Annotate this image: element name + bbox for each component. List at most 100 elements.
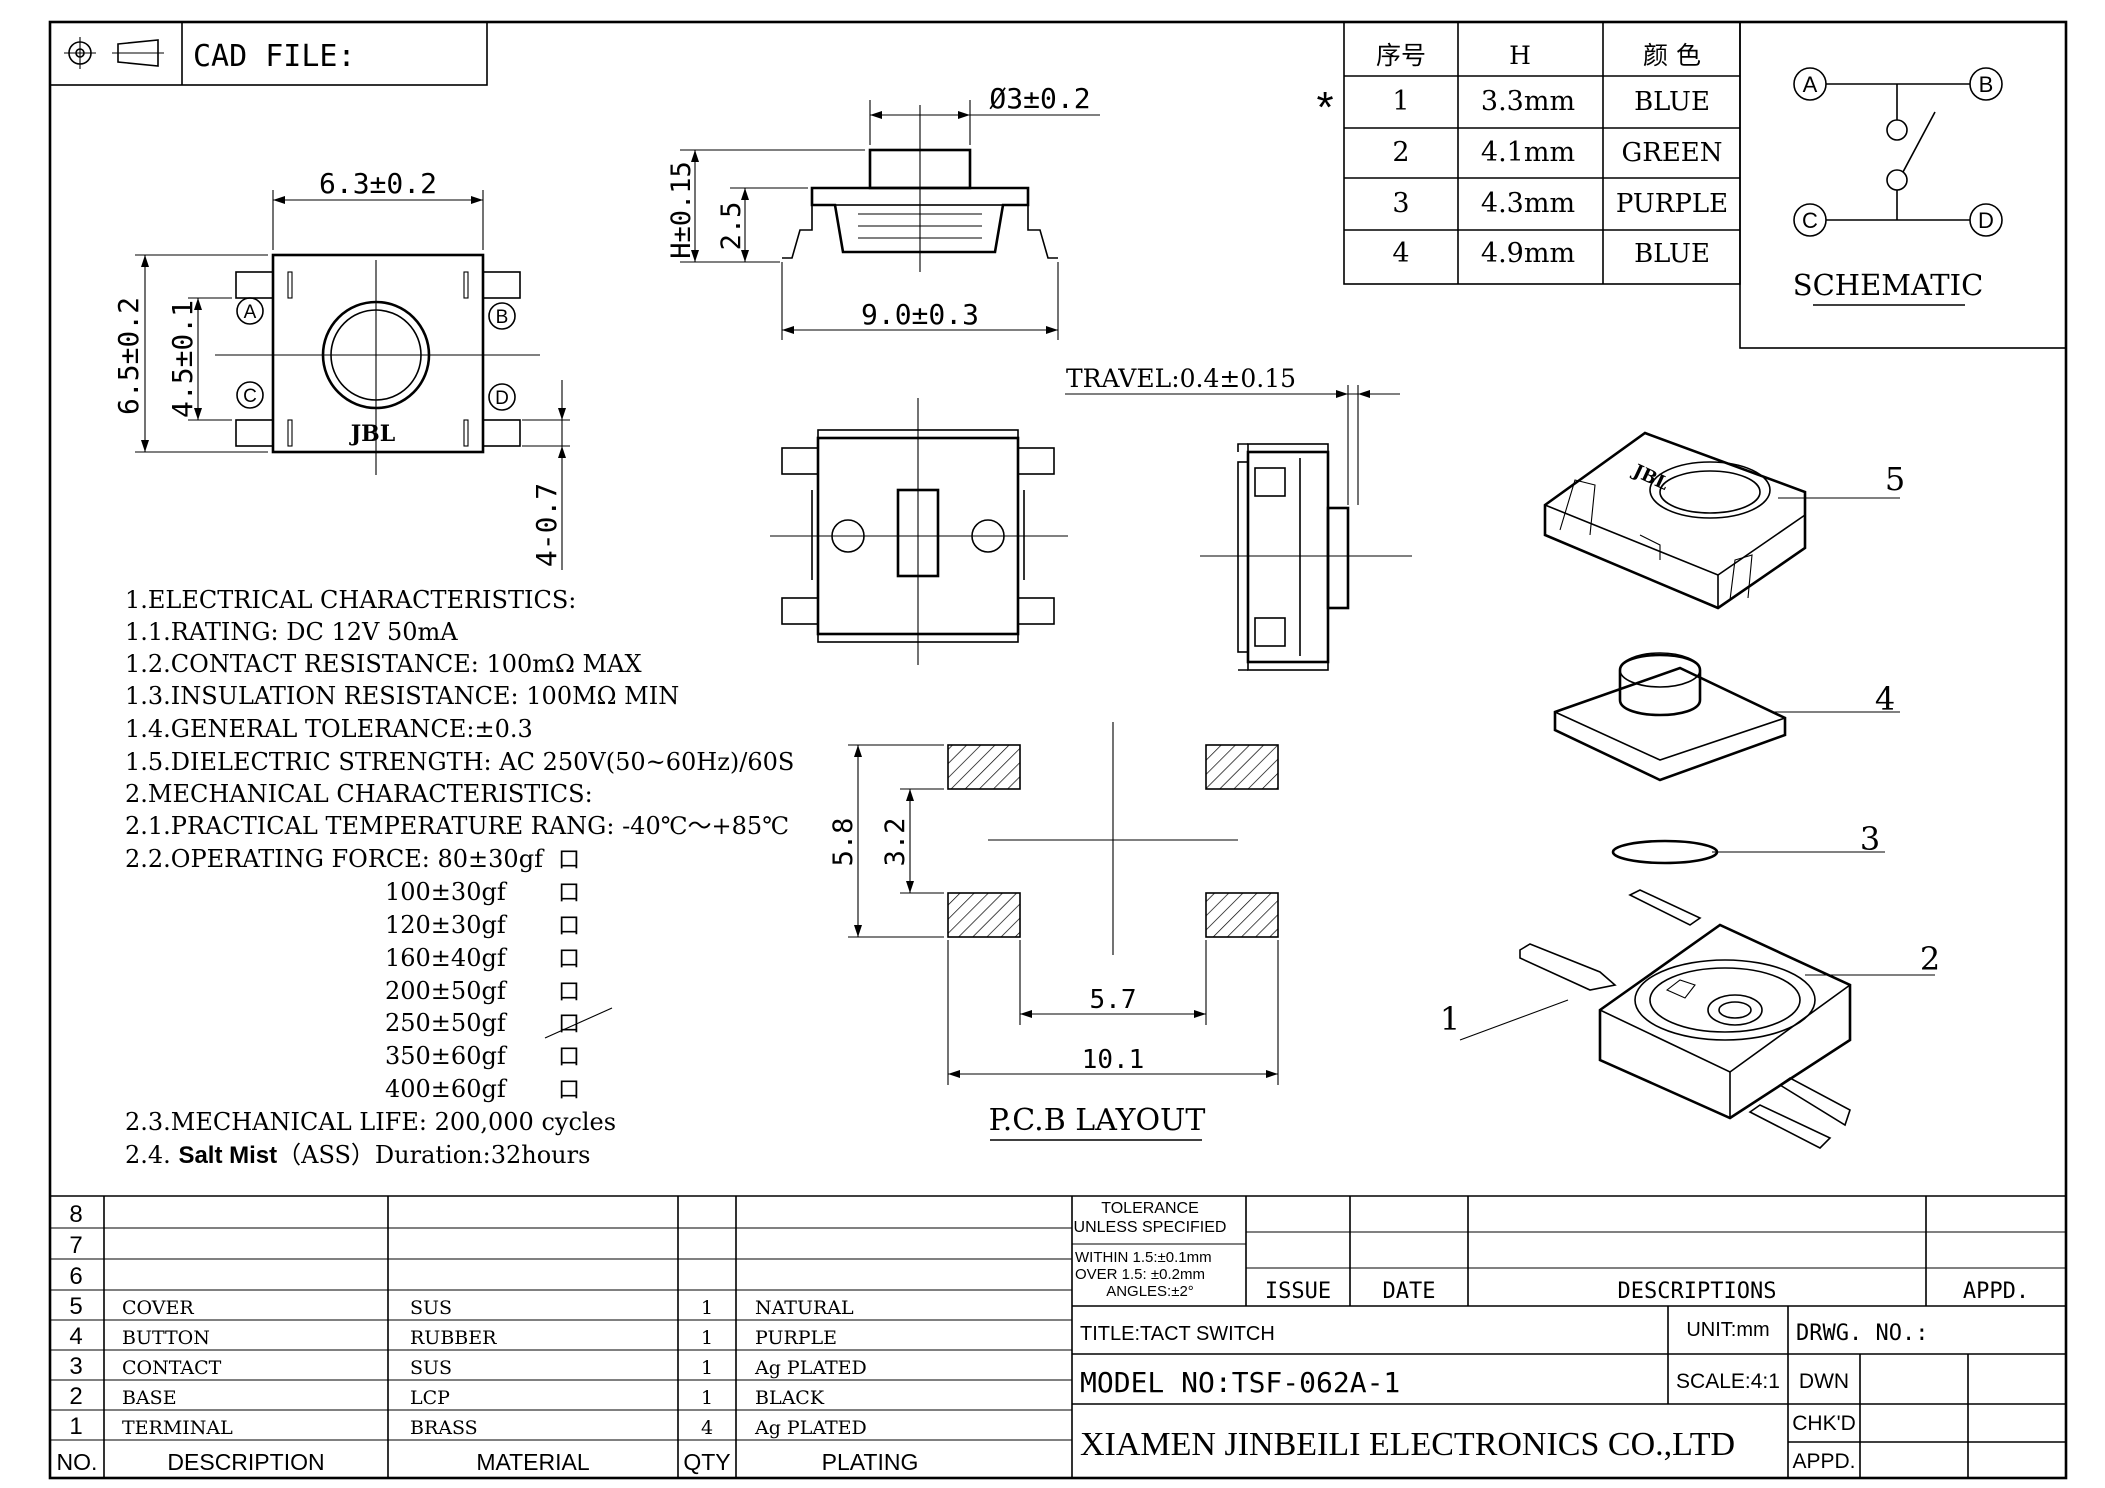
drawing-number-label: DRWG. NO.: [1796,1321,1928,1346]
dim-pcb-10-1: 10.1 [1082,1045,1145,1075]
dim-plunger-dia: Ø3±0.2 [989,82,1090,115]
force-option: 250±50gf [385,1009,508,1037]
bom-header-plating: PLATING [822,1449,919,1475]
bom-row-no: 6 [69,1263,82,1290]
bom-qty: 1 [701,1327,713,1349]
descriptions-header: DESCRIPTIONS [1618,1279,1777,1304]
force-checkbox: 口 [558,914,580,939]
pin-a-marker [236,297,264,325]
callout-4: 4 [1875,680,1895,718]
pin-b-label: B [496,307,509,328]
variant-no: 4 [1392,238,1409,269]
travel-view: TRAVEL:0.4±0.15 [1065,364,1412,671]
selected-force-tick [544,1007,613,1039]
variant-color: BLUE [1634,87,1710,117]
bom-qty: 1 [701,1297,713,1319]
button-part [1553,652,1787,782]
bom-plating: BLACK [755,1387,825,1409]
schematic-pin-d-label: D [1978,208,1994,233]
specifications: 1.ELECTRICAL CHARACTERISTICS:1.1.RATING:… [125,586,794,1169]
spec-line: 1.4.GENERAL TOLERANCE:±0.3 [125,715,533,743]
date-header: DATE [1383,1279,1436,1304]
bom-row-no: 7 [69,1232,82,1259]
title-block: TOLERANCE UNLESS SPECIFIED WITHIN 1.5:±0… [1072,1195,2066,1478]
callout-5: 5 [1885,460,1905,498]
force-checkbox: 口 [558,947,580,972]
variant-no: 1 [1392,86,1409,117]
bom-description: TERMINAL [122,1417,233,1439]
variant-color: BLUE [1634,239,1710,269]
callout-2: 2 [1920,940,1940,978]
variant-header-color: 颜 色 [1643,41,1701,70]
drawing-title: TITLE:TACT SWITCH [1080,1323,1275,1345]
issue-header: ISSUE [1265,1279,1331,1304]
bom-plating: PURPLE [755,1327,837,1349]
bom-qty: 1 [701,1387,713,1409]
force-option: 100±30gf [385,878,508,906]
dim-top-height: 6.5±0.2 [112,297,145,415]
variant-no: 3 [1392,188,1409,219]
scale-label: SCALE:4:1 [1676,1370,1780,1393]
tolerance-over: OVER 1.5: ±0.2mm [1075,1266,1205,1283]
bom-material: SUS [410,1297,452,1319]
callout-1: 1 [1440,1000,1460,1038]
bom-qty: 1 [701,1357,713,1379]
tolerance-within: WITHIN 1.5:±0.1mm [1075,1249,1212,1266]
schematic-label: SCHEMATIC [1793,268,1984,302]
bom-description: COVER [122,1297,194,1319]
variant-header-no: 序号 [1376,41,1426,70]
chkd-label: CHK'D [1792,1412,1856,1435]
force-option: 200±50gf [385,977,508,1005]
variant-no: 2 [1392,137,1409,168]
bom-plating: Ag PLATED [754,1417,867,1439]
drawing-frame [48,20,2068,1480]
side-view: Ø3±0.2 H±0.15 2.5 9.0±0.3 [666,82,1100,340]
spec-line: 1.5.DIELECTRIC STRENGTH: AC 250V(50~60Hz… [125,748,794,776]
pin-d-label: D [495,388,509,409]
force-option: 350±60gf [385,1042,508,1070]
cad-file-box: CAD FILE: [49,21,488,86]
force-option: 120±30gf [385,911,508,939]
bom-material: BRASS [410,1417,478,1439]
base-part [1598,923,1852,1120]
cover-part: JBL [1543,431,1807,610]
pcb-pad [947,892,1021,938]
salt-bold: Salt Mist [178,1142,277,1169]
force-checkbox: 口 [558,848,580,873]
bom-plating: Ag PLATED [754,1357,867,1379]
bom-row-no: 1 [69,1413,82,1440]
exploded-view: JBL 5 4 3 [1440,431,1940,1149]
schematic-pin-a-label: A [1803,72,1818,97]
variant-height: 4.9mm [1481,238,1575,269]
force-checkbox: 口 [558,881,580,906]
bom-row-no: 2 [69,1383,82,1410]
dim-pin-pitch: 4.5±0.1 [166,300,199,418]
dim-height-h: H±0.15 [666,161,697,259]
bom-header-qty: QTY [683,1449,730,1475]
callout-3: 3 [1860,820,1880,858]
pcb-layout: 5.8 3.2 5.7 10.1 P.C.B LAYOUT [828,722,1279,1141]
bom-row-no: 8 [69,1201,82,1228]
dim-pcb-5-8: 5.8 [828,818,859,867]
bom-header-no: NO. [57,1449,98,1475]
appd-header: APPD. [1963,1279,2029,1304]
cad-file-label: CAD FILE: [193,39,356,74]
unit-label: UNIT:mm [1686,1319,1769,1341]
variant-header-h: H [1509,41,1531,70]
selected-variant-marker: * [1316,83,1333,132]
variant-height: 4.1mm [1481,137,1575,168]
spec-line: 2.2.OPERATING FORCE: 80±30gf [125,845,545,873]
bom-header-material: MATERIAL [476,1449,590,1475]
schematic: A B C D SCHEMATIC [1739,21,2067,349]
bom-description: BUTTON [122,1327,210,1349]
pin-d-marker [488,383,516,411]
bom-material: LCP [410,1387,450,1409]
pin-b-marker [488,302,516,330]
tolerance-label: TOLERANCE [1101,1200,1199,1217]
schematic-pin-b-label: B [1979,72,1994,97]
variant-color: GREEN [1621,138,1722,168]
variant-height: 4.3mm [1481,188,1575,219]
pin-c-label: C [243,386,257,407]
bom-description: CONTACT [122,1357,222,1379]
